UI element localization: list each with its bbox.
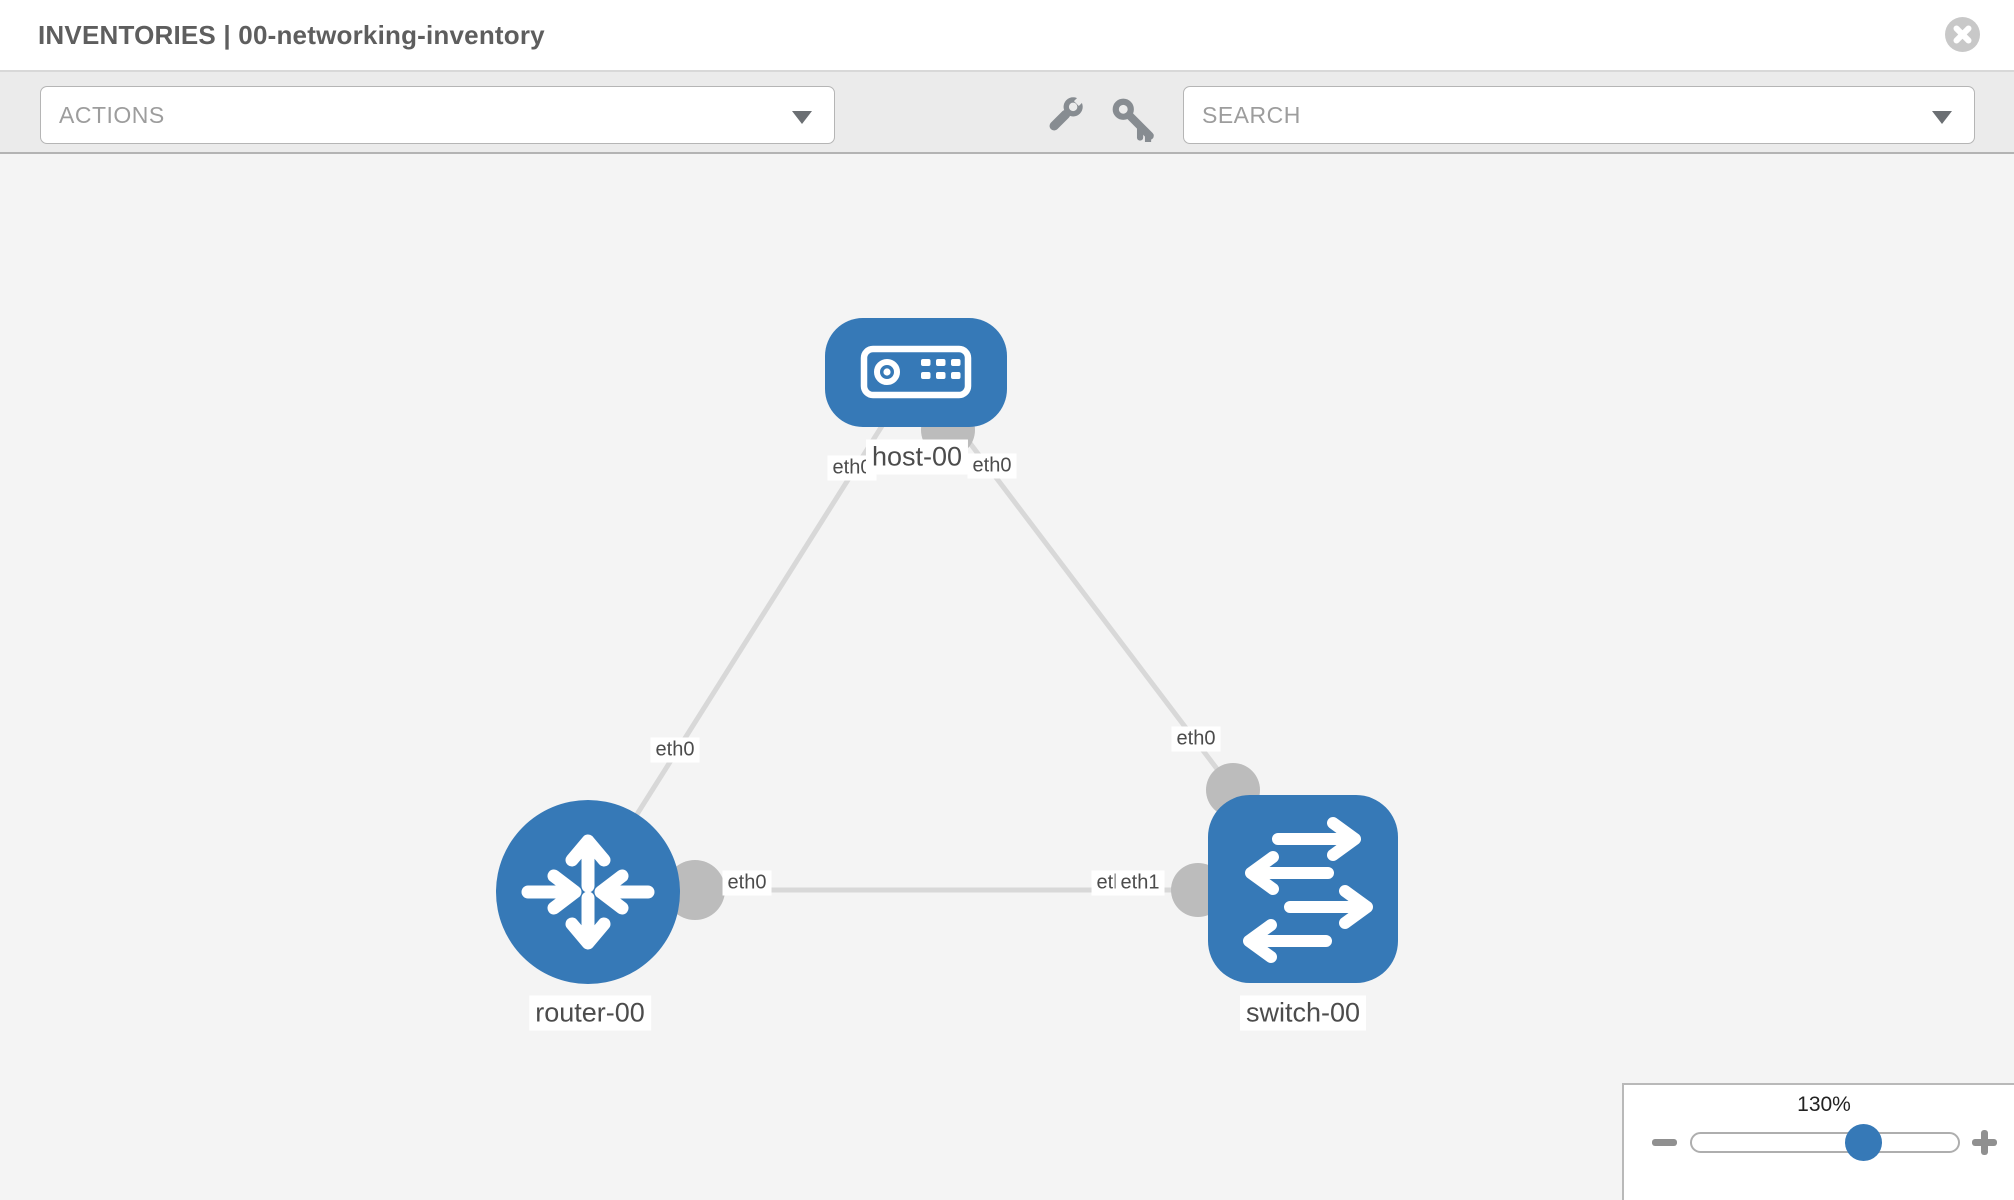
toolbar: ACTIONS [0, 72, 2014, 154]
zoom-slider-thumb[interactable] [1845, 1124, 1882, 1161]
interface-label: eth0 [1171, 726, 1221, 752]
node-host-00[interactable] [825, 318, 1007, 427]
x-circle-icon [1945, 17, 1980, 52]
zoom-control-panel: 130% [1622, 1083, 2014, 1200]
router-icon [521, 834, 655, 950]
interface-circles-layer [665, 403, 1260, 920]
interface-label: eth0 [967, 453, 1017, 479]
page-title: INVENTORIES | 00-networking-inventory [38, 20, 545, 50]
node-router-00[interactable] [496, 800, 680, 984]
header-bar: INVENTORIES | 00-networking-inventory [0, 0, 2014, 72]
wrench-icon [1049, 94, 1086, 131]
interface-label: eth1 [1115, 870, 1165, 896]
topology-canvas[interactable]: eth0 eth0 eth0 eth0 eth0 eth0 eth1 host-… [0, 154, 2014, 1200]
search-dropdown[interactable]: SEARCH [1183, 86, 1975, 144]
node-label-switch-00: switch-00 [1239, 995, 1367, 1031]
plus-icon[interactable] [1972, 1130, 1997, 1155]
switch-icon [1243, 817, 1373, 963]
interface-circle-router[interactable] [665, 860, 725, 920]
key-icon [1112, 98, 1154, 146]
chevron-down-icon [1932, 111, 1952, 124]
chevron-down-icon [792, 111, 812, 124]
host-icon [921, 359, 961, 379]
node-label-host-00: host-00 [865, 439, 969, 475]
zoom-level-value: 130% [1797, 1093, 1851, 1116]
node-label-router-00: router-00 [529, 995, 651, 1031]
node-switch-00[interactable] [1208, 795, 1398, 983]
search-dropdown-label: SEARCH [1202, 102, 1301, 128]
interface-label: eth0 [722, 870, 772, 896]
interface-label: eth0 [650, 737, 700, 763]
configure-tool-button[interactable] [1042, 92, 1088, 143]
close-button[interactable] [1944, 16, 1981, 53]
zoom-slider-track[interactable] [1690, 1132, 1960, 1153]
minus-icon[interactable] [1652, 1139, 1677, 1146]
actions-dropdown[interactable]: ACTIONS [40, 86, 835, 144]
actions-dropdown-label: ACTIONS [59, 102, 165, 128]
credentials-tool-button[interactable] [1110, 96, 1156, 147]
